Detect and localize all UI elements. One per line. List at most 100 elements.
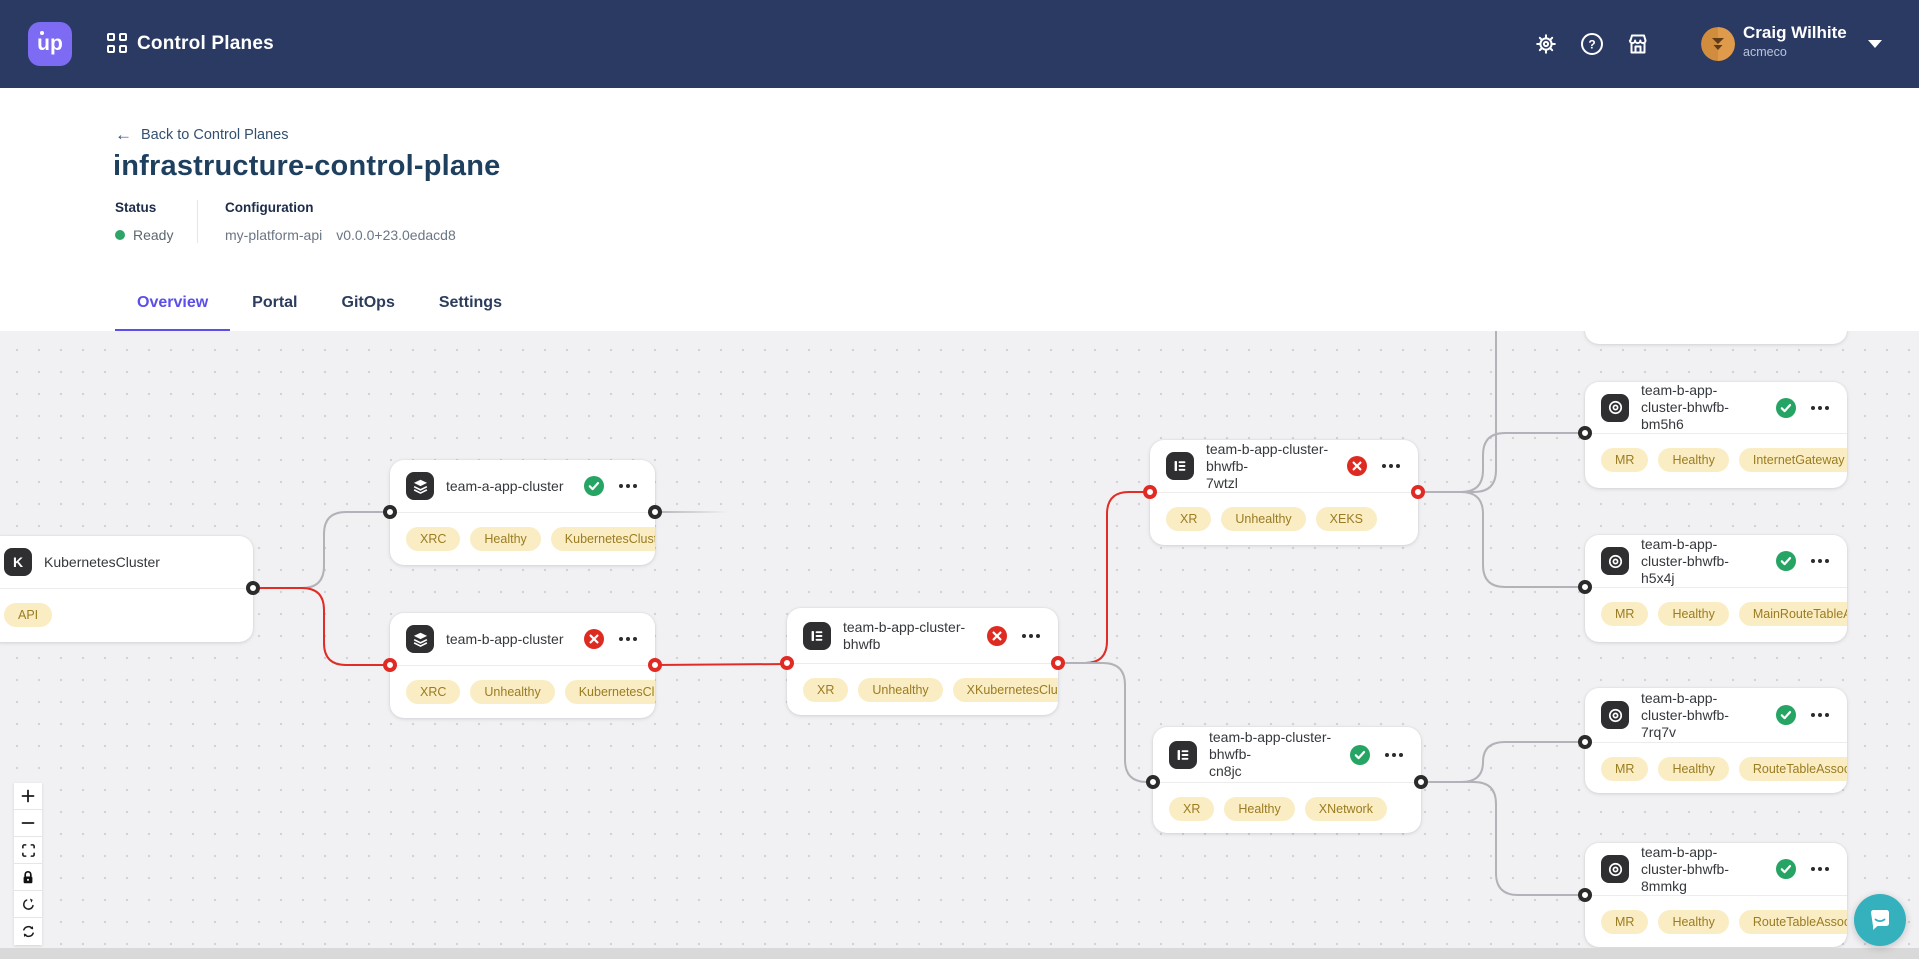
graph-edge [1058, 491, 1148, 664]
node-badges: XRUnhealthyXKubernetesCluster [803, 678, 1058, 702]
refresh-button[interactable] [14, 918, 42, 945]
layers-resource-icon [406, 625, 434, 653]
badge-healthy: Healthy [1658, 448, 1729, 472]
user-org: acmeco [1743, 45, 1787, 59]
zoom-in-button[interactable] [14, 783, 42, 810]
node-menu-button[interactable] [617, 635, 639, 643]
zoom-out-button[interactable] [14, 810, 42, 837]
user-avatar[interactable] [1701, 27, 1735, 61]
right-connection-handle[interactable] [1414, 775, 1428, 789]
marketplace-icon[interactable] [1624, 30, 1652, 58]
settings-gear-icon[interactable] [1532, 30, 1560, 58]
lock-button[interactable] [14, 864, 42, 891]
left-connection-handle[interactable] [1578, 735, 1592, 749]
badge-mr: MR [1601, 602, 1649, 626]
status-ready-dot [115, 230, 125, 240]
right-connection-handle[interactable] [648, 658, 662, 672]
badge-xr: XR [1166, 507, 1212, 531]
badge-xnetwork: XNetwork [1304, 797, 1387, 821]
rotate-button[interactable] [14, 891, 42, 918]
left-connection-handle[interactable] [1578, 580, 1592, 594]
left-connection-handle[interactable] [1578, 426, 1592, 440]
node-menu-button[interactable] [1809, 865, 1831, 873]
node-divider [1585, 895, 1847, 896]
right-connection-handle[interactable] [1051, 656, 1065, 670]
tab-overview[interactable]: Overview [115, 288, 231, 332]
left-connection-handle[interactable] [383, 658, 397, 672]
node-menu-button[interactable] [617, 482, 639, 490]
healthy-check-icon [1776, 705, 1796, 725]
svg-text:?: ? [1588, 38, 1595, 52]
canvas-bottom-bar [0, 948, 1919, 959]
node-title: team-b-app-cluster-bhwfb-7rq7v [1641, 689, 1729, 740]
graph-edge [256, 587, 390, 666]
user-name[interactable]: Craig Wilhite [1743, 23, 1847, 42]
upbound-logo[interactable]: up [28, 22, 72, 66]
xr-resource-icon [803, 621, 831, 650]
node-menu-button[interactable] [1383, 751, 1405, 759]
badge-internetgateway: InternetGateway [1738, 448, 1847, 472]
tab-settings[interactable]: Settings [417, 288, 524, 332]
node-menu-button[interactable] [1809, 404, 1831, 412]
node-title: team-b-app-cluster [446, 630, 564, 647]
graph-edge [654, 663, 788, 666]
right-connection-handle[interactable] [648, 505, 662, 519]
xr-resource-icon [1169, 740, 1197, 769]
node-divider [1153, 782, 1421, 783]
tab-portal[interactable]: Portal [230, 288, 319, 332]
graph-edge [1419, 781, 1583, 896]
right-connection-handle[interactable] [246, 581, 260, 595]
graph-edge [1058, 662, 1153, 783]
node-header: team-b-app-cluster-bhwfb-bm5h6 [1585, 382, 1847, 433]
fit-view-button[interactable] [14, 837, 42, 864]
left-connection-handle[interactable] [1578, 888, 1592, 902]
node-menu-button[interactable] [1809, 557, 1831, 565]
node-header: team-a-app-cluster [390, 460, 655, 512]
badge-xrc: XRC [406, 527, 461, 551]
badge-routetableassociation: RouteTableAssociation [1738, 757, 1847, 781]
graph-edge [1419, 741, 1583, 783]
apps-grid-icon[interactable] [107, 33, 128, 54]
right-connection-handle[interactable] [1411, 485, 1425, 499]
left-connection-handle[interactable] [383, 505, 397, 519]
badge-routetableassociation: RouteTableAssociation [1738, 910, 1847, 934]
left-connection-handle[interactable] [780, 656, 794, 670]
chat-launcher-button[interactable] [1854, 894, 1906, 946]
badge-kubernetescluster: KubernetesCluster [550, 527, 655, 551]
back-link[interactable]: ← Back to Control Planes [115, 126, 289, 143]
node-menu-button[interactable] [1380, 462, 1402, 470]
node-title: team-b-app-cluster-bhwfb-7wtzl [1206, 440, 1329, 491]
badge-unhealthy: Unhealthy [858, 678, 943, 702]
logo-text: up [37, 32, 63, 55]
left-connection-handle[interactable] [1146, 775, 1160, 789]
node-divider [1150, 492, 1418, 493]
node-menu-button[interactable] [1020, 632, 1042, 640]
status-value: Ready [133, 227, 174, 243]
node-menu-button[interactable] [1809, 711, 1831, 719]
user-menu-caret-icon[interactable] [1868, 40, 1882, 48]
graph-node-partial-top-card[interactable] [1585, 331, 1847, 344]
healthy-check-icon [1776, 551, 1796, 571]
tab-gitops[interactable]: GitOps [320, 288, 417, 332]
left-connection-handle[interactable] [1143, 485, 1157, 499]
node-title: team-b-app-cluster-bhwfb-bm5h6 [1641, 382, 1729, 432]
help-icon[interactable]: ? [1578, 30, 1606, 58]
node-badges: MRHealthyMainRouteTableAssociation [1601, 602, 1847, 626]
